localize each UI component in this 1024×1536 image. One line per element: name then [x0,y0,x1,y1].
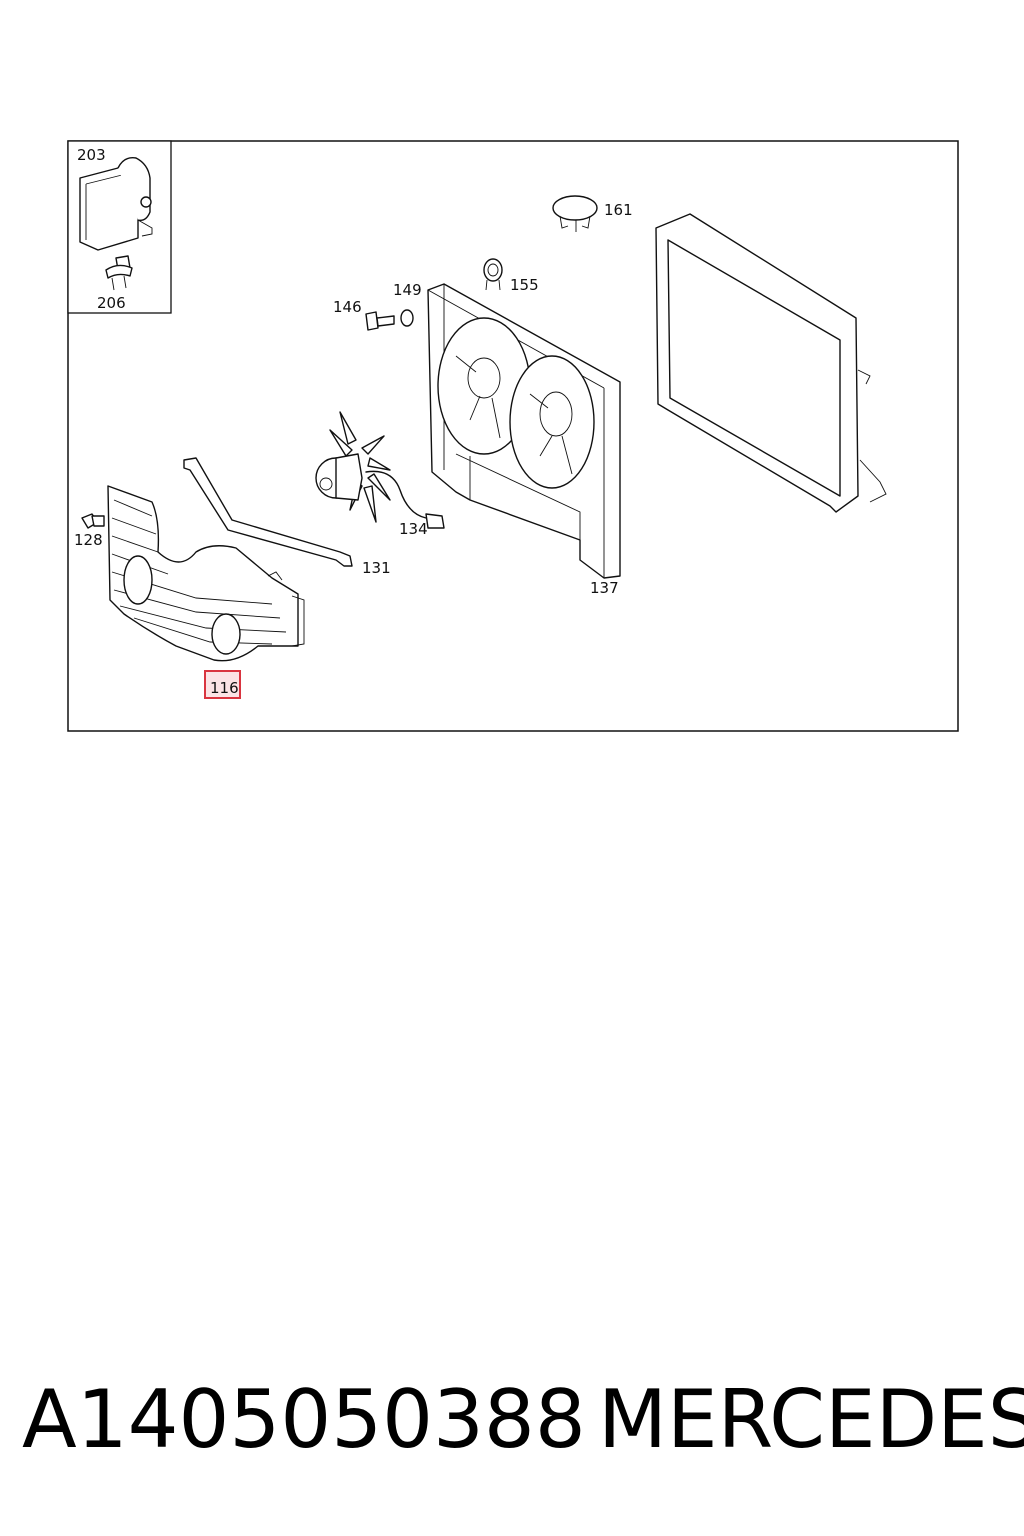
part-149-washer [400,309,414,327]
label-134: 134 [399,520,428,538]
label-131: 131 [362,559,391,577]
part-155-clamp [483,258,503,291]
part-128-clip [81,513,105,529]
label-203: 203 [77,146,106,164]
part-146-bolt [365,311,395,331]
label-146: 146 [333,298,362,316]
label-206: 206 [97,294,126,312]
part-number: A1405050388 [22,1373,586,1466]
part-134-fan [315,411,445,529]
part-206-clip [105,255,133,291]
parts-diagram: 203 206 161 155 149 146 128 134 131 137 … [67,140,959,732]
radiator [655,213,887,513]
label-116[interactable]: 116 [210,679,239,697]
brand-name: MERCEDES [598,1373,1024,1466]
label-161: 161 [604,201,633,219]
part-131-strap [183,457,353,567]
part-116-air-duct [107,485,305,662]
label-149: 149 [393,281,422,299]
part-203-module [79,157,153,251]
label-155: 155 [510,276,539,294]
highlight-box-116[interactable] [204,670,241,699]
label-128: 128 [74,531,103,549]
part-161-cap [552,195,598,232]
caption-bar: A1405050388 MERCEDES [0,1372,1024,1472]
label-137: 137 [590,579,619,597]
part-137-shroud [427,283,621,579]
